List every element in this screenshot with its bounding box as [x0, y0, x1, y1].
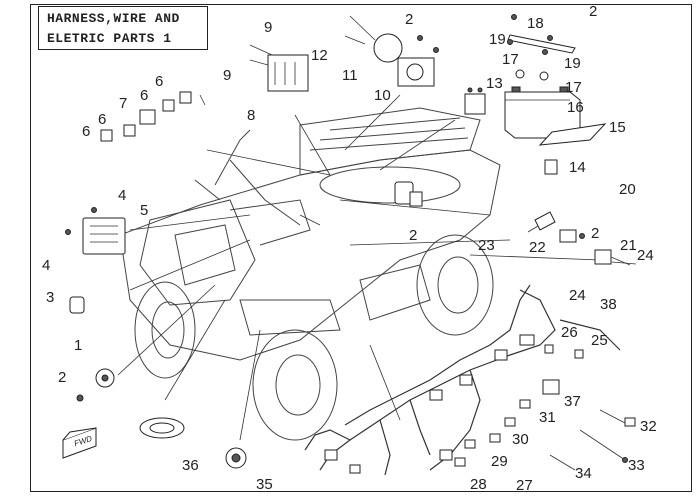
callout-11: 11 [342, 67, 358, 84]
part-terminals [454, 344, 584, 467]
callout-14: 14 [569, 159, 586, 176]
title-line-2: ELETRIC PARTS 1 [47, 31, 172, 46]
callout-10: 10 [374, 87, 391, 104]
part-spark-plug-cap-32 [599, 409, 636, 427]
callout-22: 22 [529, 239, 546, 256]
part-switch-20 [394, 181, 423, 207]
atv-body [119, 107, 501, 361]
callout-2: 2 [589, 3, 597, 20]
callout-2: 2 [58, 369, 66, 386]
part-fuel-sender [611, 261, 637, 265]
callout-6: 6 [140, 87, 148, 104]
fwd-direction-arrow: FWD [62, 427, 97, 459]
callout-31: 31 [539, 409, 556, 426]
callout-2: 2 [591, 225, 599, 242]
part-battery-strap [507, 14, 576, 81]
part-battery-pad [538, 123, 607, 146]
part-sensor-22 [559, 229, 585, 243]
callout-25: 25 [591, 332, 608, 349]
callout-35: 35 [256, 476, 273, 493]
part-starter-relay-bracket [344, 15, 439, 87]
callout-30: 30 [512, 431, 529, 448]
callout-29: 29 [491, 453, 508, 470]
part-battery [504, 86, 581, 139]
callout-24: 24 [569, 287, 586, 304]
front-right-wheel [252, 329, 338, 441]
callout-28: 28 [470, 476, 487, 493]
part-sensor-23 [527, 211, 556, 233]
part-starter-relay [464, 87, 486, 115]
leader-lines [117, 94, 601, 441]
callout-36: 36 [182, 457, 199, 474]
callout-7: 7 [119, 95, 127, 112]
callout-5: 5 [140, 202, 148, 219]
callout-38: 38 [600, 296, 617, 313]
callout-1: 1 [74, 337, 82, 354]
part-buzzer [69, 296, 85, 314]
handlebar [194, 129, 301, 226]
callout-3: 3 [46, 289, 54, 306]
part-cable-34 [549, 454, 576, 471]
part-fuse-holder [544, 159, 558, 175]
title-line-1: HARNESS,WIRE AND [47, 11, 180, 26]
part-screw-ecu-lower [65, 229, 71, 235]
callout-19: 19 [489, 31, 506, 48]
front-left-wheel [134, 281, 196, 379]
callout-37: 37 [564, 393, 581, 410]
callout-12: 12 [311, 47, 328, 64]
callout-2: 2 [405, 11, 413, 28]
diagram-frame [30, 4, 692, 492]
callout-2: 2 [409, 227, 417, 244]
callout-8: 8 [247, 107, 255, 124]
callout-24: 24 [637, 247, 654, 264]
callout-27: 27 [516, 477, 533, 494]
callout-16: 16 [567, 99, 584, 116]
callout-19: 19 [564, 55, 581, 72]
callout-17: 17 [565, 79, 582, 96]
part-ecu [82, 217, 126, 255]
part-regulator-37 [542, 379, 560, 395]
callout-21: 21 [620, 237, 637, 254]
callout-4: 4 [118, 187, 126, 204]
part-sensor-21 [594, 249, 631, 266]
part-relays [100, 91, 192, 142]
callout-33: 33 [628, 457, 645, 474]
main-wiring-harness [304, 284, 621, 476]
callout-15: 15 [609, 119, 626, 136]
callout-17: 17 [502, 51, 519, 68]
callout-6: 6 [155, 73, 163, 90]
part-headlight [139, 417, 185, 439]
callout-34: 34 [575, 465, 592, 482]
callout-26: 26 [561, 324, 578, 341]
title-box: HARNESS,WIRE AND ELETRIC PARTS 1 [38, 6, 208, 50]
callout-4: 4 [42, 257, 50, 274]
callout-9: 9 [264, 19, 272, 36]
part-screw-ecu-upper [91, 207, 97, 213]
rear-wheel [416, 234, 494, 336]
part-ignition-switch [225, 447, 247, 469]
callout-6: 6 [82, 123, 90, 140]
part-fuse-box [249, 44, 309, 92]
part-horn [95, 368, 115, 388]
callout-23: 23 [478, 237, 495, 254]
part-cable-33 [579, 429, 628, 463]
part-bolt-horn [76, 394, 84, 402]
callout-13: 13 [486, 75, 503, 92]
callout-32: 32 [640, 418, 657, 435]
callout-20: 20 [619, 181, 636, 198]
callout-9: 9 [223, 67, 231, 84]
callout-6: 6 [98, 111, 106, 128]
callout-18: 18 [527, 15, 544, 32]
